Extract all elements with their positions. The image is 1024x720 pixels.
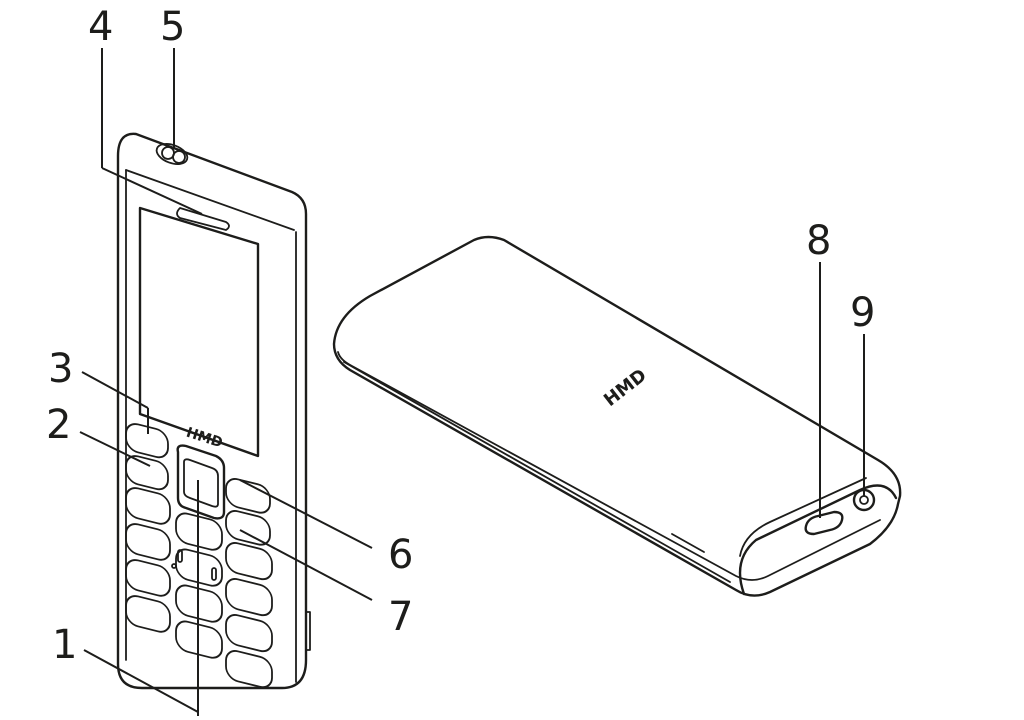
back-phone-edge-line (337, 351, 881, 581)
callout-line-7 (239, 529, 373, 601)
back-phone-bottom-face (738, 484, 898, 596)
callout-label-1: 1 (52, 622, 77, 668)
navigation-key-center[interactable] (183, 458, 219, 508)
callout-label-2: 2 (46, 402, 71, 448)
callout-line-3 (81, 371, 149, 409)
back-phone-bottom-face-inner (739, 477, 867, 557)
callout-label-7: 7 (388, 594, 413, 640)
callout-label-3: 3 (48, 346, 73, 392)
earpiece (176, 207, 230, 231)
callout-label-9: 9 (850, 290, 875, 336)
key-hash[interactable] (225, 648, 273, 689)
callout-line-6 (239, 479, 373, 549)
callout-label-8: 8 (806, 218, 831, 264)
key-5-dimple-left (177, 549, 183, 563)
back-phone: HMD (332, 235, 902, 597)
microphone-hole (171, 563, 177, 569)
callout-line-2 (79, 431, 151, 467)
key-6[interactable] (225, 576, 273, 617)
camera-icon (155, 143, 189, 165)
callout-label-6: 6 (388, 532, 413, 578)
callout-label-4: 4 (88, 4, 113, 50)
key-star[interactable] (125, 593, 171, 634)
back-phone-body (332, 235, 902, 597)
callout-label-5: 5 (160, 4, 185, 50)
front-phone-body (116, 132, 308, 690)
back-phone-logo: HMD (600, 365, 651, 411)
key-9[interactable] (225, 612, 273, 653)
navigation-key[interactable] (176, 444, 226, 520)
key-3[interactable] (225, 540, 273, 581)
back-phone-edge-slot (671, 533, 705, 553)
usb-port (804, 510, 844, 536)
back-phone-lower-edge (343, 361, 731, 583)
callouts: 1 2 3 4 5 6 7 8 9 (46, 4, 875, 716)
front-display (138, 206, 260, 458)
end-key[interactable] (225, 508, 271, 547)
callout-line-4-diag (101, 167, 203, 215)
key-4[interactable] (125, 521, 171, 562)
key-7[interactable] (125, 557, 171, 598)
callout-line-1 (83, 649, 199, 713)
call-key[interactable] (125, 453, 169, 491)
front-phone-top-bezel (125, 169, 295, 231)
front-phone: HMD (116, 132, 311, 690)
right-soft-key[interactable] (225, 476, 271, 515)
front-phone-side-button (305, 611, 311, 651)
key-1[interactable] (125, 485, 171, 526)
key-5-dimple-right (211, 567, 217, 581)
